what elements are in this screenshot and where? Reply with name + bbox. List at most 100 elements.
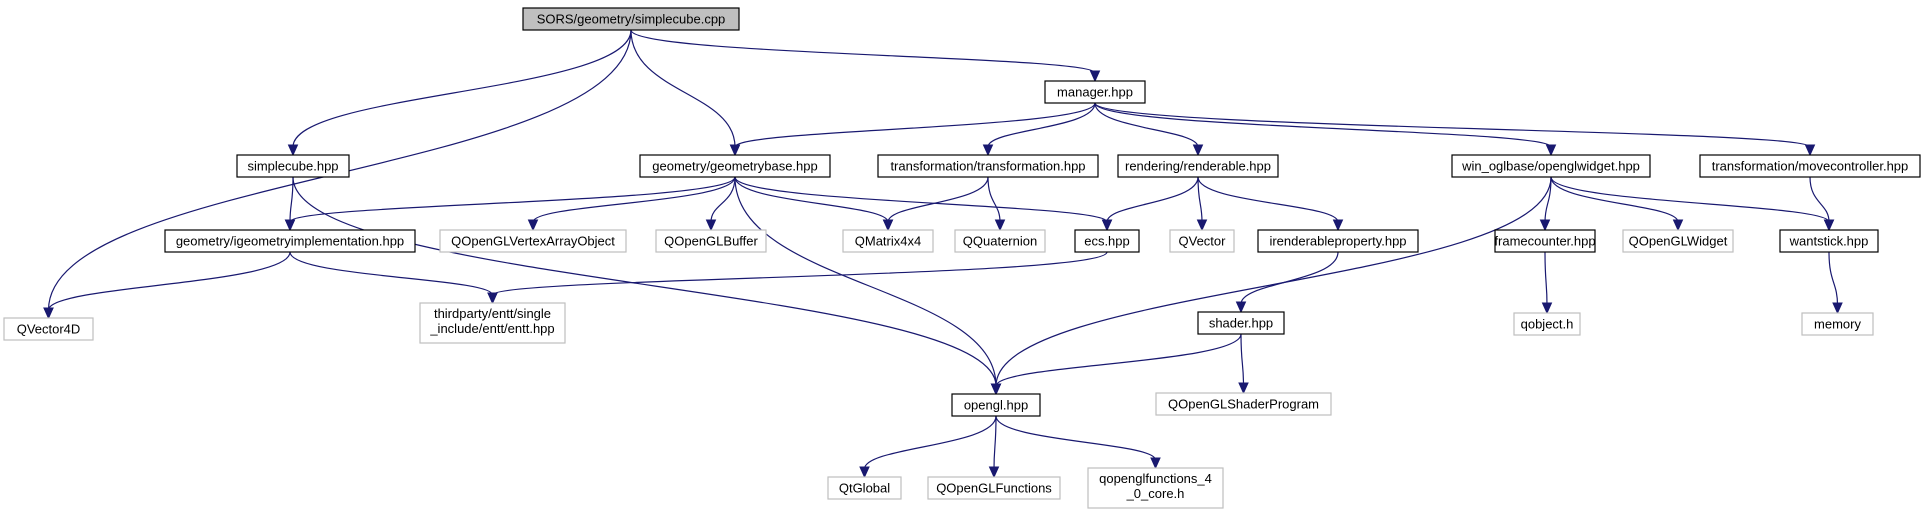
edge-simplecube_hpp-to-opengl [292,176,1002,396]
edge-arrowhead [982,144,994,157]
node-label: qopenglfunctions_4 [1099,471,1212,486]
node-wantstick[interactable]: wantstick.hpp [1779,229,1879,253]
edge-shader-to-opengl [990,333,1242,396]
node-igeometryimpl[interactable]: geometry/igeometryimplementation.hpp [164,229,416,253]
node-qbuffer[interactable]: QOpenGLBuffer [655,229,767,253]
edge-arrowhead [487,292,498,305]
node-renderable[interactable]: rendering/renderable.hpp [1117,154,1279,178]
node-label: memory [1814,317,1861,332]
node-label: QOpenGLFunctions [936,481,1052,496]
edge-arrowhead [1804,144,1816,157]
node-qquaternion[interactable]: QQuaternion [954,229,1046,253]
edge-opengl-to-qoglfunctions [988,415,1000,479]
edge-arrowhead [882,219,894,232]
edge-root-to-simplecube_hpp [287,29,632,157]
node-box [3,317,94,341]
node-qvao[interactable]: QOpenGLVertexArrayObject [439,229,627,253]
edge-ecs-to-entt [487,251,1108,305]
edge-openglwidget-to-qoglwidget [1550,176,1684,232]
edge-opengl-to-qtglobal [859,415,997,479]
node-label: transformation/transformation.hpp [890,159,1085,174]
node-box [1044,80,1146,104]
node-openglwidget[interactable]: win_oglbase/openglwidget.hpp [1451,154,1651,178]
edge-transformation-to-qmatrix [882,176,989,232]
node-opengl[interactable]: opengl.hpp [951,393,1041,417]
node-box [1087,467,1224,509]
node-qtglobal[interactable]: QtGlobal [827,476,902,500]
node-box [1197,311,1285,335]
node-qshaderprog[interactable]: QOpenGLShaderProgram [1155,392,1332,416]
node-framecounter[interactable]: framecounter.hpp [1494,229,1596,253]
edge-arrowhead [994,219,1006,232]
node-box [1074,229,1140,253]
node-root[interactable]: SORS/geometry/simplecube.cpp [522,7,740,31]
node-geometrybase[interactable]: geometry/geometrybase.hpp [639,154,831,178]
node-label: opengl.hpp [964,398,1028,413]
node-label: QQuaternion [963,234,1037,249]
node-qmatrix[interactable]: QMatrix4x4 [842,229,934,253]
edge-geometrybase-to-qvao [527,176,736,232]
edge-transformation-to-qquaternion [987,176,1006,232]
node-box [439,229,627,253]
edge-arrowhead [1238,382,1249,395]
edge-root-to-geometrybase [630,29,741,157]
edge-openglwidget-to-framecounter [1539,176,1552,232]
node-qobject[interactable]: qobject.h [1513,312,1581,336]
node-entt[interactable]: thirdparty/entt/single_include/entt/entt… [419,302,566,344]
node-label: QOpenGLShaderProgram [1168,397,1319,412]
node-box [1155,392,1332,416]
edge-root-to-manager [630,29,1101,83]
edge-manager-to-openglwidget [1094,102,1557,157]
node-qvector4d[interactable]: QVector4D [3,317,94,341]
node-label: SORS/geometry/simplecube.cpp [537,12,726,27]
edge-shader-to-qshaderprog [1238,333,1249,395]
edge-arrowhead [1196,219,1208,232]
node-label: QVector4D [17,322,81,337]
edge-arrowhead [1832,302,1843,315]
node-memory[interactable]: memory [1801,312,1874,336]
node-box [1801,312,1874,336]
node-label: QOpenGLVertexArrayObject [451,234,615,249]
edge-arrowhead [1545,144,1557,157]
node-box [1451,154,1651,178]
node-qvector[interactable]: QVector [1169,229,1235,253]
edge-arrowhead [1235,301,1247,314]
nodes: SORS/geometry/simplecube.cpp manager.hpp s… [3,7,1921,509]
node-movecontroller[interactable]: transformation/movecontroller.hpp [1699,154,1921,178]
edge-arrowhead [988,466,1000,479]
node-label: geometry/geometrybase.hpp [652,159,817,174]
edge-igeometryimpl-to-entt [289,251,498,305]
edge-arrowhead [527,219,539,232]
node-box [655,229,767,253]
node-irenderableprop[interactable]: irenderableproperty.hpp [1257,229,1419,253]
node-qoglwidget[interactable]: QOpenGLWidget [1622,229,1734,253]
node-box [927,476,1061,500]
edge-irenderableprop-to-shader [1235,251,1339,314]
node-label: qobject.h [1521,317,1574,332]
node-qoglfunc40[interactable]: qopenglfunctions_4_0_core.h [1087,467,1224,509]
node-manager[interactable]: manager.hpp [1044,80,1146,104]
node-qoglfunctions[interactable]: QOpenGLFunctions [927,476,1061,500]
edge-geometrybase-to-ecs [734,176,1113,232]
edge-igeometryimpl-to-qvector4d [43,251,291,320]
node-box [827,476,902,500]
node-ecs[interactable]: ecs.hpp [1074,229,1140,253]
node-box [419,302,566,344]
node-label: framecounter.hpp [1494,234,1595,249]
node-label: manager.hpp [1057,85,1133,100]
node-shader[interactable]: shader.hpp [1197,311,1285,335]
node-label: irenderableproperty.hpp [1269,234,1406,249]
edge-geometrybase-to-qmatrix [734,176,894,232]
node-simplecube_hpp[interactable]: simplecube.hpp [236,154,350,178]
node-box [1513,312,1581,336]
edge-arrowhead [43,307,54,320]
node-label: QtGlobal [839,481,890,496]
node-label: wantstick.hpp [1789,234,1869,249]
node-transformation[interactable]: transformation/transformation.hpp [877,154,1099,178]
node-label: _0_core.h [1126,486,1185,501]
edge-arrowhead [1101,219,1113,232]
edge-arrowhead [1823,219,1835,232]
edge-geometrybase-to-opengl [734,176,1002,396]
node-label: thirdparty/entt/single [434,306,551,321]
